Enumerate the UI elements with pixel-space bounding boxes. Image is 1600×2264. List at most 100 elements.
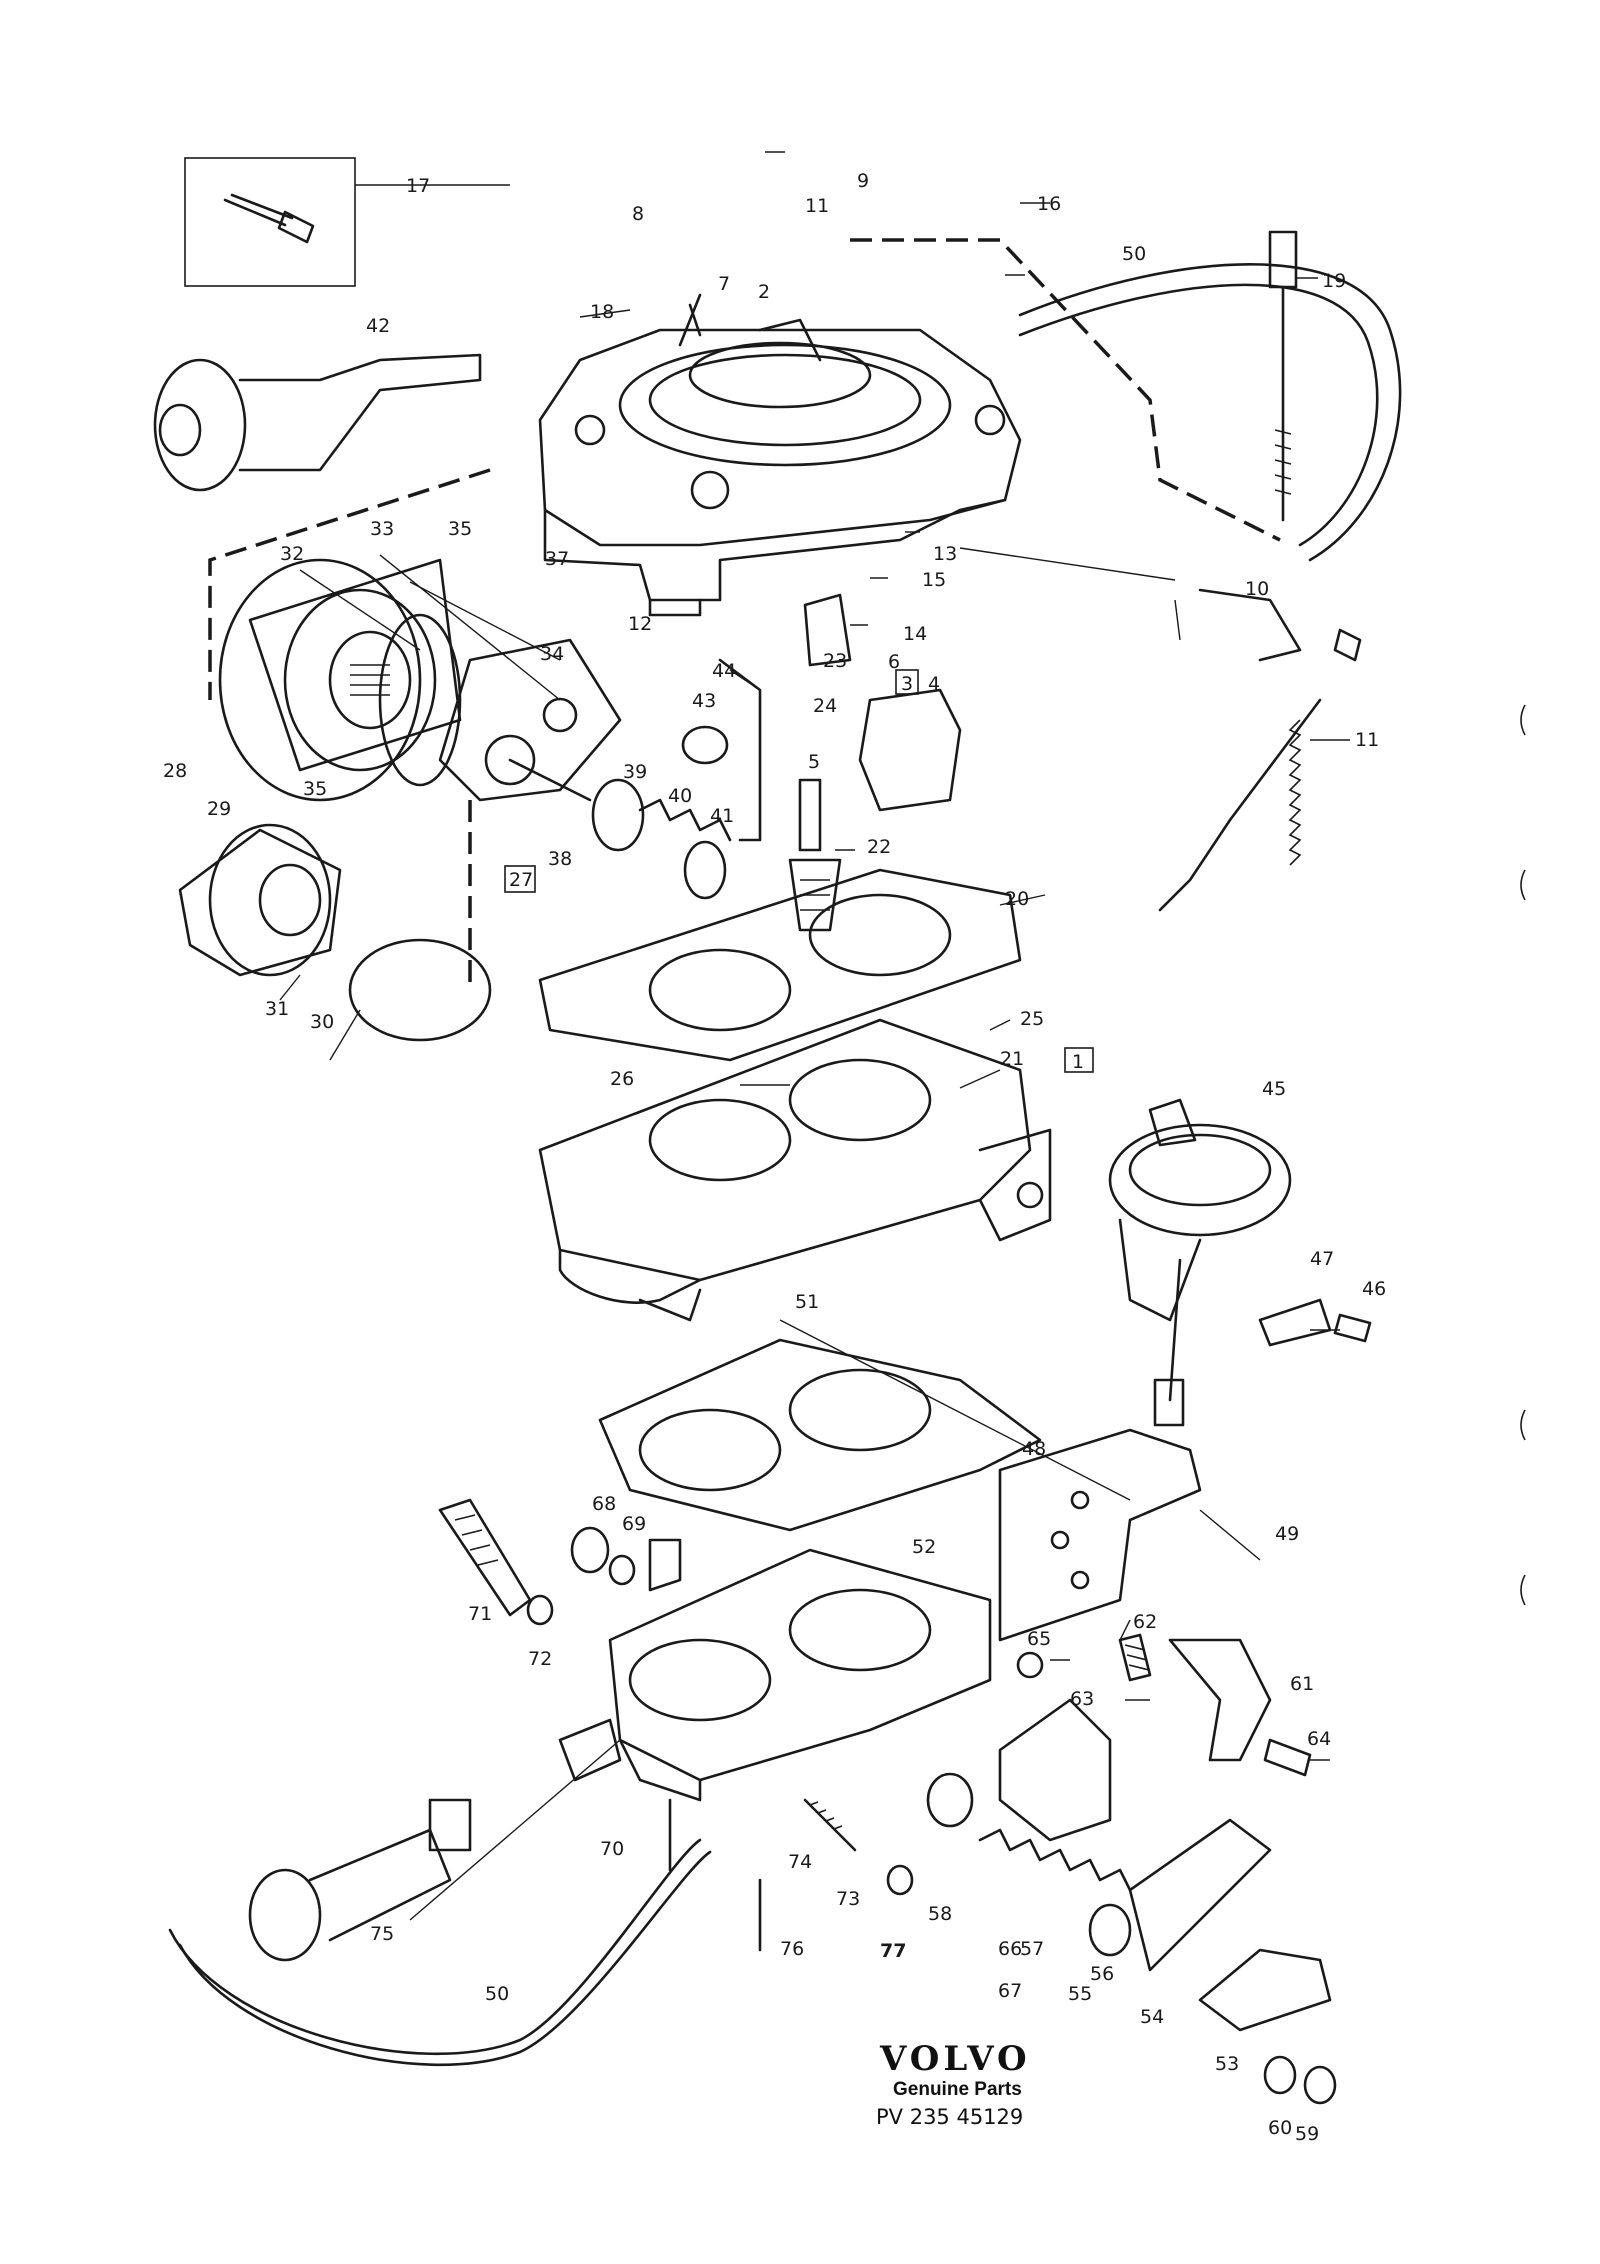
callout-15: 15 — [922, 569, 946, 591]
callout-49: 49 — [1275, 1523, 1299, 1545]
callout-3: 3 — [901, 673, 913, 695]
hose-50-top — [1018, 263, 1402, 562]
parts-46-47 — [1258, 1298, 1372, 1347]
callout-13: 13 — [933, 543, 957, 565]
callout-37: 37 — [545, 548, 569, 570]
callout-32: 32 — [280, 543, 304, 565]
callout-57: 57 — [1020, 1938, 1044, 1960]
callout-74: 74 — [788, 1851, 812, 1873]
callout-21: 21 — [1000, 1048, 1024, 1070]
callout-48: 48 — [1022, 1438, 1046, 1460]
callout-76: 76 — [780, 1938, 804, 1960]
callout-33: 33 — [370, 518, 394, 540]
callout-44: 44 — [712, 660, 736, 682]
bracket-48 — [998, 1428, 1202, 1642]
callout-71: 71 — [468, 1603, 492, 1625]
callout-66: 66 — [998, 1938, 1022, 1960]
callout-18: 18 — [590, 301, 614, 323]
callout-62: 62 — [1133, 1611, 1157, 1633]
callout-73: 73 — [836, 1888, 860, 1910]
callout-39: 39 — [623, 761, 647, 783]
callout-53: 53 — [1215, 2053, 1239, 2075]
callout-42: 42 — [366, 315, 390, 337]
callout-35a: 35 — [448, 518, 472, 540]
part-17-inset — [184, 157, 356, 287]
callout-64: 64 — [1307, 1728, 1331, 1750]
parts-68-69 — [570, 1526, 682, 1592]
callout-29: 29 — [207, 798, 231, 820]
leader-lines — [279, 151, 1350, 1921]
choke-housing — [218, 558, 622, 802]
callout-26: 26 — [610, 1068, 634, 1090]
callout-24: 24 — [813, 695, 837, 717]
choke-knob-75 — [248, 1798, 472, 1962]
part-45-diaphragm — [1108, 1098, 1292, 1427]
callout-7: 7 — [718, 273, 730, 295]
callout-67: 67 — [998, 1980, 1022, 2002]
linkage-61-64 — [998, 1633, 1312, 1842]
callout-11b: 11 — [1355, 729, 1379, 751]
callout-43: 43 — [692, 690, 716, 712]
genuine-parts-text: Genuine Parts — [893, 2079, 1022, 2100]
callout-4: 4 — [928, 673, 940, 695]
volvo-branding: VOLVO Genuine Parts PV 235 45129 — [876, 2039, 1031, 2129]
callout-47: 47 — [1310, 1248, 1334, 1270]
callout-12: 12 — [628, 613, 652, 635]
boxed-callouts — [504, 669, 1094, 1073]
choke-cap-31 — [178, 823, 492, 1042]
callout-60: 60 — [1268, 2117, 1292, 2139]
callout-30: 30 — [310, 1011, 334, 1033]
screws-70-77 — [668, 1798, 914, 1952]
callout-16: 16 — [1037, 193, 1061, 215]
callout-75: 75 — [370, 1923, 394, 1945]
callout-58: 58 — [928, 1903, 952, 1925]
callout-52: 52 — [912, 1536, 936, 1558]
callout-11a: 11 — [805, 195, 829, 217]
callout-38: 38 — [548, 848, 572, 870]
callout-50b: 50 — [485, 1983, 509, 2005]
callout-63: 63 — [1070, 1688, 1094, 1710]
volvo-logo: VOLVO — [879, 2039, 1031, 2079]
hose-50-bottom — [168, 1838, 712, 2067]
callout-20: 20 — [1005, 888, 1029, 910]
part-number-text: PV 235 45129 — [876, 2105, 1023, 2129]
callout-31: 31 — [265, 998, 289, 1020]
gasket-20 — [538, 868, 1022, 1062]
callout-56: 56 — [1090, 1963, 1114, 1985]
part-42-vacuum-unit — [153, 353, 482, 492]
callout-45: 45 — [1262, 1078, 1286, 1100]
callout-51: 51 — [795, 1291, 819, 1313]
callout-54: 54 — [1140, 2006, 1164, 2028]
callout-8: 8 — [632, 203, 644, 225]
callout-65: 65 — [1027, 1628, 1051, 1650]
callout-6: 6 — [888, 651, 900, 673]
callout-10: 10 — [1245, 578, 1269, 600]
callout-numbers: 1 2 3 4 5 6 7 8 9 10 11 11 12 13 14 15 1… — [163, 170, 1386, 2145]
levers-53-54 — [1128, 1818, 1337, 2105]
callout-72: 72 — [528, 1648, 552, 1670]
callout-34: 34 — [540, 643, 564, 665]
carburetor-top-cover — [538, 293, 1022, 617]
callout-55: 55 — [1068, 1983, 1092, 2005]
page-edge-marks — [1520, 704, 1526, 1606]
callout-41: 41 — [710, 805, 734, 827]
carburetor-main-body — [538, 1018, 1052, 1322]
callout-23: 23 — [823, 650, 847, 672]
callout-17: 17 — [406, 175, 430, 197]
screw-19 — [1268, 230, 1298, 522]
spring-57 — [926, 1772, 1132, 1957]
callout-2: 2 — [758, 281, 770, 303]
callout-1: 1 — [1072, 1051, 1084, 1073]
callout-59: 59 — [1295, 2123, 1319, 2145]
callout-22: 22 — [867, 836, 891, 858]
throttle-body-52 — [558, 1548, 992, 1802]
callout-68: 68 — [592, 1493, 616, 1515]
callout-69: 69 — [622, 1513, 646, 1535]
callout-19: 19 — [1322, 270, 1346, 292]
assembly-dashed-lines — [208, 238, 1281, 985]
linkage-10-11 — [1158, 588, 1362, 912]
callout-46: 46 — [1362, 1278, 1386, 1300]
callout-61: 61 — [1290, 1673, 1314, 1695]
callout-50a: 50 — [1122, 243, 1146, 265]
